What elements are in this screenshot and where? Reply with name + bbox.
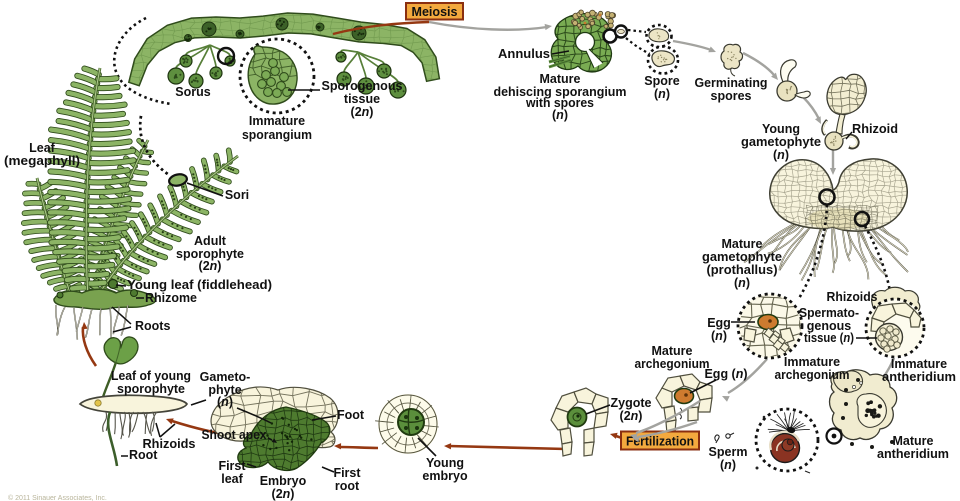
svg-text:root: root [335, 479, 360, 493]
svg-text:(n): (n) [720, 458, 736, 472]
svg-text:Mature: Mature [540, 72, 581, 86]
svg-text:tissue (n): tissue (n) [804, 331, 854, 345]
svg-text:Spermato-: Spermato- [799, 306, 859, 320]
svg-text:(2n): (2n) [620, 409, 643, 423]
svg-text:leaf: leaf [221, 472, 243, 486]
svg-text:genous: genous [807, 319, 851, 333]
svg-text:Egg (n): Egg (n) [704, 367, 747, 381]
svg-text:phyte: phyte [208, 383, 241, 397]
svg-text:(2n): (2n) [272, 487, 295, 501]
svg-text:(megaphyll): (megaphyll) [4, 154, 80, 168]
svg-text:Meiosis: Meiosis [412, 4, 458, 19]
svg-text:Sperm: Sperm [709, 445, 748, 459]
svg-text:antheridium: antheridium [882, 370, 956, 384]
svg-text:antheridium: antheridium [877, 447, 949, 461]
svg-text:Immature: Immature [891, 357, 947, 371]
svg-text:© 2011 Sinauer Associates, Inc: © 2011 Sinauer Associates, Inc. [8, 494, 107, 501]
svg-text:sporangium: sporangium [242, 128, 312, 142]
svg-text:Leaf: Leaf [29, 141, 56, 155]
svg-text:Rhizoid: Rhizoid [852, 122, 898, 136]
svg-text:(n): (n) [711, 329, 727, 343]
svg-text:Annulus: Annulus [498, 47, 550, 61]
svg-text:sporophyte: sporophyte [176, 247, 244, 261]
svg-text:Foot: Foot [337, 408, 365, 422]
svg-text:Shoot apex: Shoot apex [202, 428, 267, 442]
svg-text:Mature: Mature [893, 434, 934, 448]
svg-text:(n): (n) [654, 87, 670, 101]
svg-text:Young: Young [426, 456, 464, 470]
svg-text:(2n): (2n) [199, 259, 222, 273]
svg-text:Embryo: Embryo [260, 474, 307, 488]
svg-text:Germinating: Germinating [695, 76, 768, 90]
svg-text:gametophyte: gametophyte [741, 135, 821, 149]
svg-text:(n): (n) [773, 148, 789, 162]
svg-text:First: First [218, 459, 246, 473]
svg-text:gametophyte: gametophyte [702, 250, 782, 264]
svg-text:Immature: Immature [784, 355, 840, 369]
svg-text:Young leaf (fiddlehead): Young leaf (fiddlehead) [127, 278, 272, 292]
svg-text:(2n): (2n) [351, 105, 374, 119]
svg-text:Gameto-: Gameto- [200, 370, 251, 384]
svg-text:(n): (n) [217, 395, 233, 409]
svg-text:Egg: Egg [707, 316, 731, 330]
svg-text:Adult: Adult [194, 234, 227, 248]
svg-text:Sorus: Sorus [175, 85, 210, 99]
svg-text:Immature: Immature [249, 114, 305, 128]
svg-text:Sori: Sori [225, 188, 249, 202]
svg-text:Spore: Spore [644, 74, 679, 88]
svg-text:Rhizoids: Rhizoids [143, 437, 196, 451]
svg-text:Mature: Mature [652, 344, 693, 358]
svg-text:sporophyte: sporophyte [117, 382, 185, 396]
svg-text:Sporogenous: Sporogenous [322, 79, 403, 93]
svg-text:spores: spores [711, 89, 752, 103]
svg-text:Root: Root [129, 448, 158, 462]
svg-text:Roots: Roots [135, 319, 170, 333]
svg-text:First: First [333, 466, 361, 480]
svg-text:Zygote: Zygote [611, 396, 652, 410]
svg-text:tissue: tissue [344, 92, 380, 106]
svg-text:(n): (n) [552, 108, 568, 122]
svg-text:Young: Young [762, 122, 800, 136]
svg-text:Rhizome: Rhizome [145, 291, 197, 305]
svg-text:(prothallus): (prothallus) [707, 263, 778, 277]
svg-text:Rhizoids: Rhizoids [827, 290, 878, 304]
svg-text:archegonium: archegonium [635, 357, 710, 371]
svg-text:(n): (n) [734, 276, 750, 290]
svg-text:with spores: with spores [525, 96, 594, 110]
svg-text:embryo: embryo [422, 469, 468, 483]
svg-text:Leaf of young: Leaf of young [111, 369, 191, 383]
svg-text:Mature: Mature [722, 237, 763, 251]
svg-text:dehiscing sporangium: dehiscing sporangium [494, 85, 627, 99]
svg-text:archegonium: archegonium [775, 368, 850, 382]
